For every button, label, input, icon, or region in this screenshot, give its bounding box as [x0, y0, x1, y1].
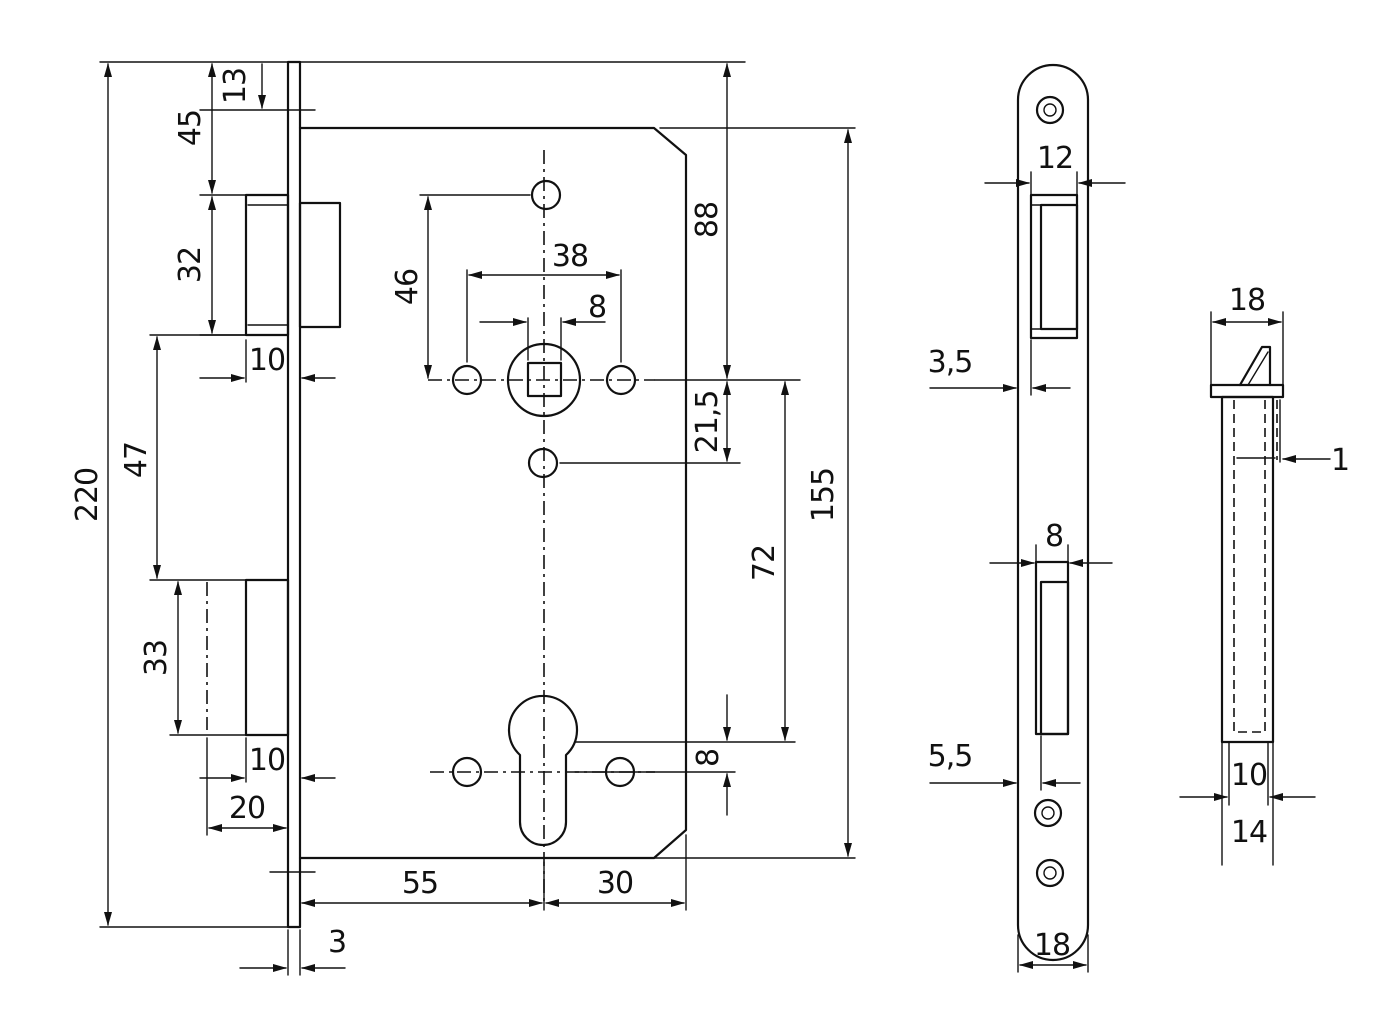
dim-8-cyl: 8	[691, 749, 726, 767]
dim-32: 32	[173, 247, 208, 283]
dim-38: 38	[552, 239, 588, 274]
dim-8-spindle: 8	[588, 290, 606, 325]
dim-8-bolt: 8	[1045, 519, 1063, 554]
front-view: 220 45 13 32 47 33 10 10 20 3 55 30 88 1…	[70, 60, 856, 976]
bolt-opening	[1034, 560, 1070, 736]
forend-plate	[286, 60, 302, 929]
screw-hole-left	[451, 364, 483, 396]
cylinder-hole	[507, 694, 579, 847]
dim-18-forend: 18	[1034, 928, 1070, 963]
forend-screw-bottom	[1035, 858, 1065, 888]
screw-hole-top	[530, 179, 562, 211]
dim-3: 3	[328, 925, 346, 960]
dim-18-strike: 18	[1229, 283, 1265, 318]
screw-hole-mid	[527, 447, 559, 479]
dim-1: 1	[1331, 443, 1349, 478]
side-view: 12 3,5 8 5,5 18	[928, 63, 1126, 973]
dim-10-latch: 10	[249, 343, 285, 378]
dim-13: 13	[218, 68, 253, 104]
dim-220: 220	[70, 468, 105, 522]
dim-20: 20	[229, 791, 265, 826]
lock-case	[298, 126, 688, 860]
latch-bolt	[244, 193, 342, 337]
dim-55: 55	[402, 866, 438, 901]
dim-21-5: 21,5	[690, 391, 725, 454]
dim-10-strike: 10	[1231, 758, 1267, 793]
forend-outline	[1016, 63, 1090, 962]
dim-30: 30	[597, 866, 633, 901]
screw-hole-right	[605, 364, 637, 396]
latch-nose	[1238, 345, 1272, 387]
forend-screw-top	[1035, 95, 1065, 125]
dim-46: 46	[390, 269, 425, 305]
dim-45: 45	[173, 110, 208, 146]
dim-5-5: 5,5	[928, 739, 973, 774]
dim-33: 33	[139, 640, 174, 676]
dim-88: 88	[690, 202, 725, 238]
latch-opening	[1029, 193, 1079, 340]
dim-10-bolt: 10	[249, 743, 285, 778]
strike-view: 18 1 10 14	[1179, 283, 1350, 866]
forend-screw-mid	[1033, 798, 1063, 828]
dim-47: 47	[119, 442, 154, 478]
dim-155: 155	[806, 468, 841, 522]
dim-72: 72	[747, 545, 782, 581]
dim-14: 14	[1231, 815, 1267, 850]
screw-hole-bottom-left	[451, 756, 483, 788]
dead-bolt	[206, 578, 290, 737]
dim-3-5: 3,5	[928, 345, 973, 380]
dim-12: 12	[1037, 141, 1073, 176]
